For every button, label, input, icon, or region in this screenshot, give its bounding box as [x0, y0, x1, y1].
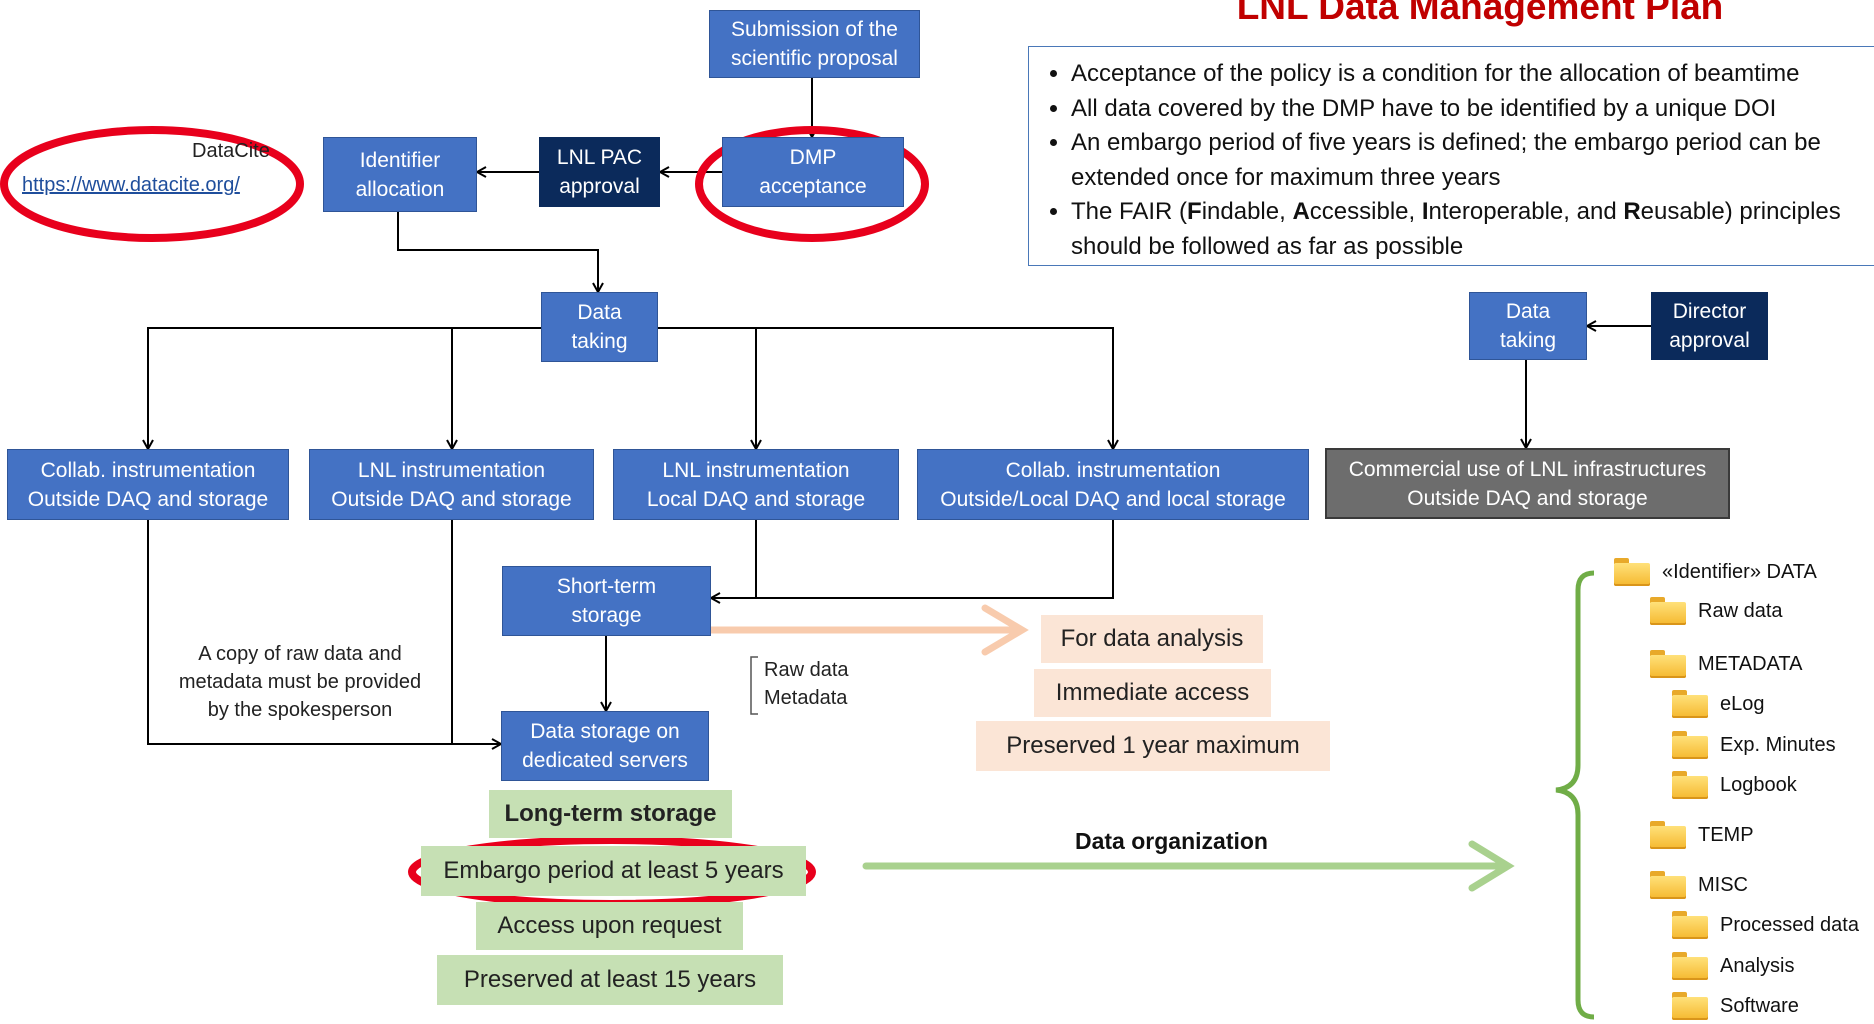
folder-item[interactable]: TEMP	[1650, 821, 1754, 849]
short-term-prop-analysis: For data analysis	[1041, 615, 1263, 663]
folder-icon	[1614, 558, 1650, 586]
policy-item: An embargo period of five years is defin…	[1071, 126, 1874, 195]
short-term-prop-preserved: Preserved 1 year maximum	[976, 721, 1330, 771]
folder-label: TEMP	[1698, 823, 1754, 846]
folder-label: eLog	[1720, 692, 1765, 715]
raw-data-bracket	[750, 656, 758, 715]
highlight-dmp	[695, 126, 929, 242]
short-term-prop-access: Immediate access	[1034, 669, 1271, 717]
pac-approval-box: LNL PAC approval	[539, 137, 660, 207]
page-title: LNL Data Management Plan	[1236, 0, 1724, 27]
data-taking-box: Data taking	[541, 292, 658, 362]
folder-item[interactable]: eLog	[1672, 690, 1765, 718]
policy-item: Acceptance of the policy is a condition …	[1071, 57, 1874, 92]
data-organization-label: Data organization	[1075, 828, 1268, 854]
folder-item[interactable]: Raw data	[1650, 597, 1783, 625]
dedicated-servers-box: Data storage on dedicated servers	[501, 711, 709, 781]
data-taking-commercial-box: Data taking	[1469, 292, 1587, 360]
peach-arrow	[707, 604, 1029, 656]
folder-label: Exp. Minutes	[1720, 733, 1836, 756]
raw-metadata-note: Raw data Metadata	[764, 659, 849, 709]
folder-icon	[1672, 952, 1708, 980]
arrow-lnl-local-short	[711, 520, 757, 598]
dmp-acceptance-box: DMP acceptance	[722, 137, 904, 207]
arrow-taking-collab-outside	[148, 327, 541, 449]
director-approval-box: Director approval	[1651, 292, 1768, 360]
lnl-outside-box: LNL instrumentation Outside DAQ and stor…	[309, 449, 594, 520]
short-term-storage-box: Short-term storage	[502, 566, 711, 636]
folder-icon	[1650, 597, 1686, 625]
arrow-taking-lnl-local	[655, 327, 756, 449]
datacite-link[interactable]: https://www.datacite.org/	[22, 174, 240, 196]
folder-label: Logbook	[1720, 773, 1797, 796]
folder-icon	[1672, 690, 1708, 718]
folder-icon	[1650, 821, 1686, 849]
line-collab-local-short	[756, 520, 1114, 599]
highlight-datacite	[0, 126, 304, 242]
submission-box: Submission of the scientific proposal	[709, 10, 920, 78]
long-term-heading: Long-term storage	[489, 790, 732, 838]
arrow-identifier-taking	[397, 212, 598, 292]
folder-item[interactable]: Processed data	[1672, 911, 1859, 939]
folder-item[interactable]: Software	[1672, 992, 1799, 1020]
folder-icon	[1672, 911, 1708, 939]
policy-item: The FAIR (Findable, Accessible, Interope…	[1071, 195, 1874, 264]
arrow-collab-outside-dedicated	[147, 520, 501, 744]
folder-icon	[1650, 650, 1686, 678]
folder-icon	[1672, 771, 1708, 799]
long-term-access: Access upon request	[476, 902, 743, 950]
folder-item[interactable]: «Identifier» DATA	[1614, 558, 1817, 586]
tree-brace	[1555, 570, 1595, 1020]
folder-label: METADATA	[1698, 652, 1803, 675]
folder-item[interactable]: Logbook	[1672, 771, 1797, 799]
folder-label: Processed data	[1720, 913, 1859, 936]
folder-label: Analysis	[1720, 954, 1795, 977]
lnl-local-box: LNL instrumentation Local DAQ and storag…	[613, 449, 899, 520]
folder-label: Raw data	[1698, 599, 1783, 622]
folder-item[interactable]: Analysis	[1672, 952, 1794, 980]
copy-note: A copy of raw data and metadata must be …	[178, 643, 422, 721]
folder-item[interactable]: MISC	[1650, 871, 1748, 899]
policy-list: Acceptance of the policy is a condition …	[1029, 47, 1874, 264]
policy-item: All data covered by the DMP have to be i…	[1071, 92, 1874, 127]
folder-item[interactable]: METADATA	[1650, 650, 1802, 678]
folder-label: Software	[1720, 994, 1799, 1017]
collab-local-box: Collab. instrumentation Outside/Local DA…	[917, 449, 1309, 520]
data-organization-arrow	[862, 840, 1515, 892]
long-term-embargo: Embargo period at least 5 years	[421, 846, 806, 896]
long-term-preserved: Preserved at least 15 years	[437, 955, 783, 1005]
folder-label: MISC	[1698, 873, 1748, 896]
commercial-box: Commercial use of LNL infrastructures Ou…	[1325, 448, 1730, 519]
policy-box: Acceptance of the policy is a condition …	[1028, 46, 1874, 266]
identifier-allocation-box: Identifier allocation	[323, 137, 477, 212]
collab-outside-box: Collab. instrumentation Outside DAQ and …	[7, 449, 289, 520]
folder-item[interactable]: Exp. Minutes	[1672, 731, 1836, 759]
folder-icon	[1672, 731, 1708, 759]
folder-label: «Identifier» DATA	[1662, 560, 1817, 583]
arrow-taking-collab-local	[756, 327, 1113, 449]
folder-icon	[1672, 992, 1708, 1020]
datacite-label: DataCite	[192, 140, 270, 162]
folder-icon	[1650, 871, 1686, 899]
